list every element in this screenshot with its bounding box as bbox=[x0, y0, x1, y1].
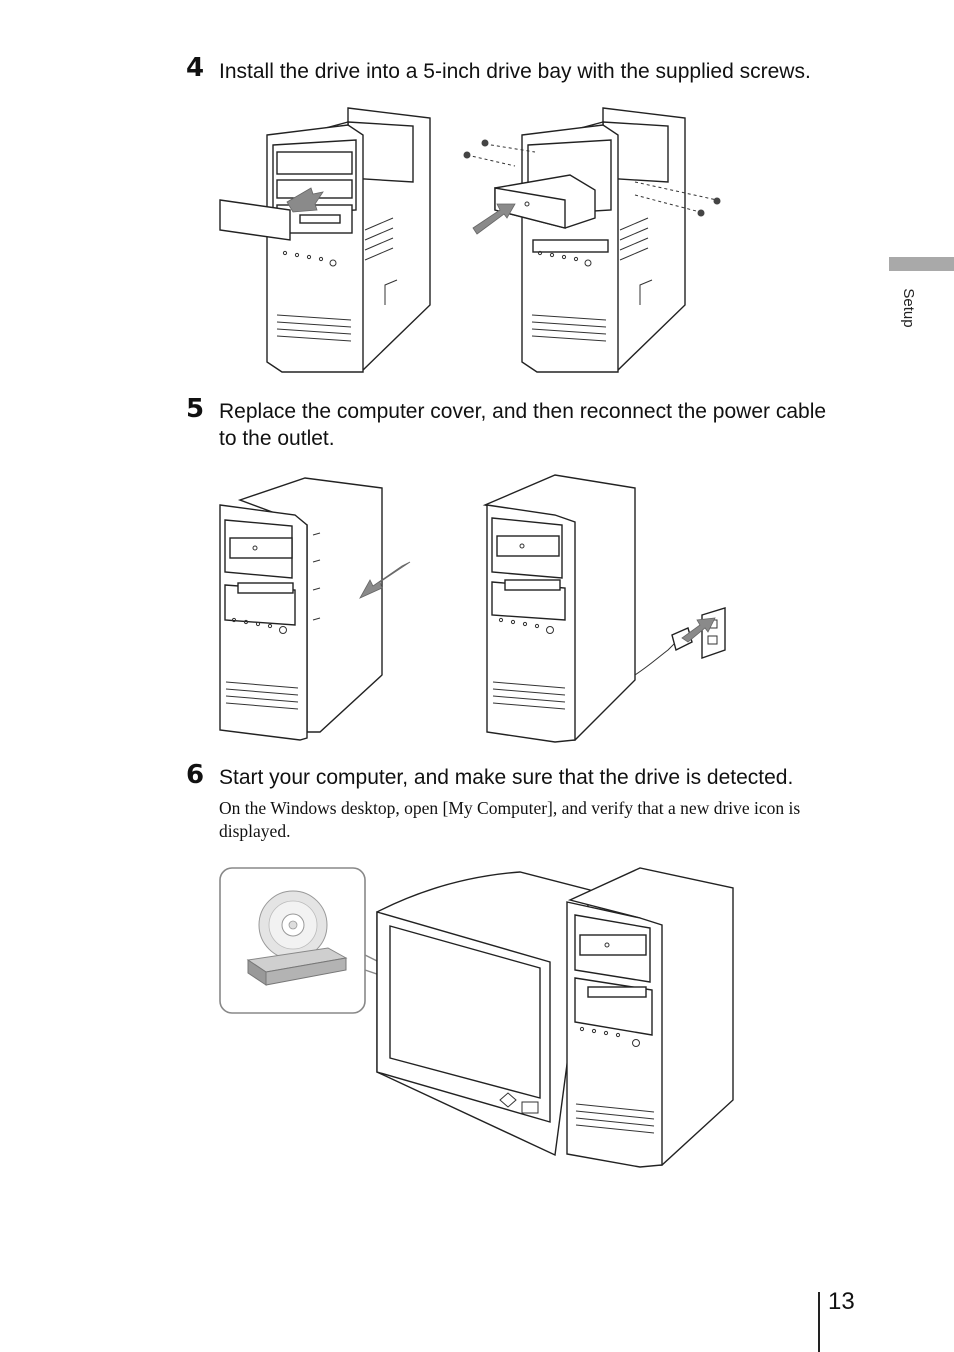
tower-power-right bbox=[482, 474, 726, 743]
tower-running bbox=[566, 867, 734, 1168]
step-6-illustration bbox=[219, 867, 734, 1168]
step-4-number: 4 bbox=[186, 53, 205, 83]
section-tab-label: Setup bbox=[900, 288, 917, 328]
step-6-subtext: On the Windows desktop, open [My Compute… bbox=[219, 798, 801, 841]
step-4-text: Install the drive into a 5-inch drive ba… bbox=[219, 60, 811, 83]
drive-icon-callout bbox=[219, 867, 463, 1014]
step-5-text: Replace the computer cover, and then rec… bbox=[219, 400, 827, 450]
step-5-illustration bbox=[219, 474, 726, 743]
monitor bbox=[376, 871, 591, 1157]
tower-open-right bbox=[463, 107, 721, 373]
step-5-number: 5 bbox=[186, 394, 205, 424]
page-number-rule bbox=[818, 1292, 820, 1352]
tower-open-left bbox=[219, 107, 431, 373]
step-6-number: 6 bbox=[186, 760, 205, 790]
step-4-illustration bbox=[219, 107, 721, 373]
page-number: 13 bbox=[828, 1288, 855, 1315]
section-tab-marker bbox=[889, 257, 954, 271]
tower-cover-left bbox=[219, 477, 411, 741]
cd-drive-icon bbox=[246, 890, 348, 986]
step-6-text: Start your computer, and make sure that … bbox=[219, 766, 794, 789]
